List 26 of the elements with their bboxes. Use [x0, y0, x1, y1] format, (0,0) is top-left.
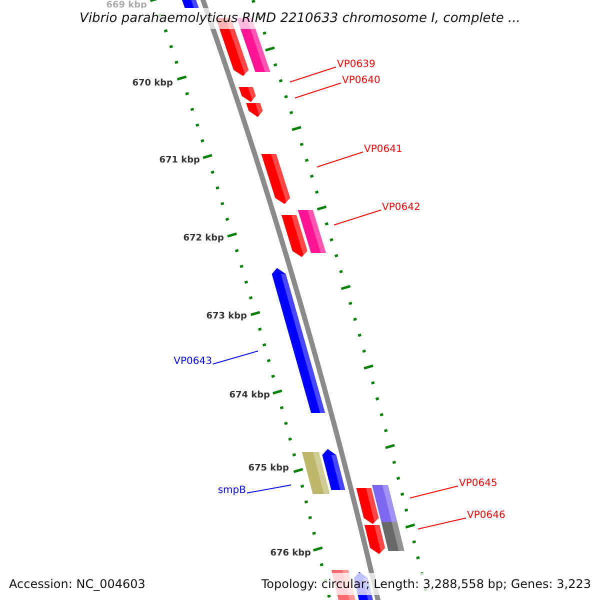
leader-line	[246, 484, 292, 494]
leader-line	[212, 350, 258, 364]
gene-label: VP0643	[174, 357, 212, 367]
scale-label: 671 kbp	[159, 156, 200, 166]
gene-label: VP0640	[342, 76, 380, 86]
scale-label: 675 kbp	[248, 464, 289, 474]
leader-line	[334, 210, 382, 226]
title: Vibrio parahaemolyticus RIMD 2210633 chromosome I, complete ...	[80, 10, 520, 28]
scale-label: 670 kbp	[132, 80, 173, 88]
gene-label: VP0639	[337, 60, 376, 70]
gene-label: VP0646	[467, 511, 506, 521]
leader-line	[290, 66, 336, 82]
scale-label: 673 kbp	[206, 312, 247, 322]
accession-label: Accession: NC_004603	[9, 576, 146, 593]
scale-label: 672 kbp	[183, 234, 224, 244]
gene-label: VP0645	[459, 479, 498, 489]
leader-line	[410, 486, 458, 498]
scale-label: 669 kbp	[106, 2, 147, 10]
leader-line	[316, 152, 364, 168]
scale-label: 676 kbp	[270, 550, 311, 558]
gene-label: VP0642	[382, 203, 420, 213]
scale-label: 674 kbp	[229, 392, 270, 400]
leader-line	[418, 518, 466, 530]
leader-line	[294, 82, 342, 98]
gene-label: smpB	[218, 486, 246, 496]
gene-label: VP0641	[364, 145, 402, 155]
